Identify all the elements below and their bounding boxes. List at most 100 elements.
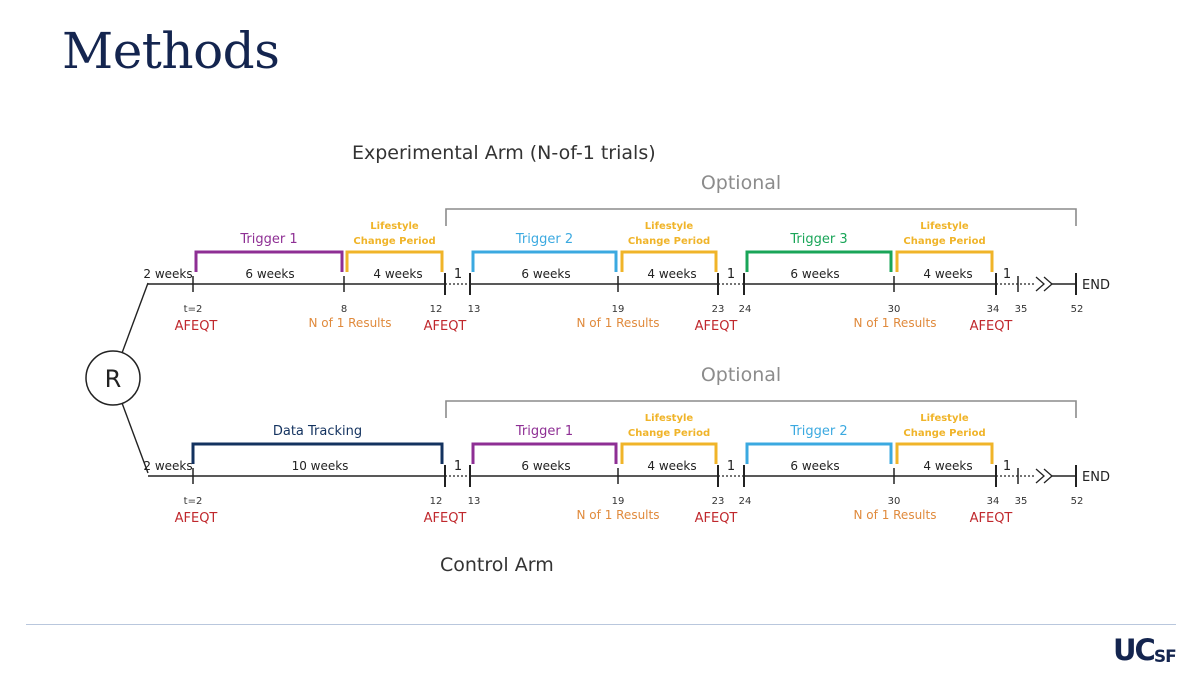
control-period-bracket xyxy=(745,442,893,464)
experimental-duration-label: 4 weeks xyxy=(923,267,972,281)
control-optional-bracket xyxy=(445,400,1077,418)
control-results-label: N of 1 Results xyxy=(854,508,937,522)
control-arm-title: Control Arm xyxy=(440,554,554,576)
experimental-tick-label: t=2 xyxy=(184,304,203,315)
slide-title: Methods xyxy=(62,22,280,80)
experimental-tick-label: 35 xyxy=(1015,304,1028,315)
footer-divider xyxy=(26,624,1176,625)
experimental-results-label: N of 1 Results xyxy=(577,316,660,330)
control-afeqt-label: AFEQT xyxy=(970,511,1013,526)
experimental-duration-label: 6 weeks xyxy=(521,267,570,281)
control-period-bracket xyxy=(620,442,718,464)
experimental-duration-label: 2 weeks xyxy=(143,267,192,281)
experimental-period-label: Trigger 2 xyxy=(515,232,573,247)
control-duration-label: 10 weeks xyxy=(292,459,349,473)
experimental-period-bracket xyxy=(745,250,893,272)
experimental-afeqt-label: AFEQT xyxy=(175,319,218,334)
control-tick-label: t=2 xyxy=(184,496,203,507)
experimental-period-label: Change Period xyxy=(628,236,710,247)
control-period-label: Change Period xyxy=(903,428,985,439)
experimental-period-bracket xyxy=(895,250,994,272)
control-duration-label: 1 xyxy=(727,459,735,474)
ucsf-logo: UCSF xyxy=(1113,633,1177,667)
control-period-label: Change Period xyxy=(628,428,710,439)
branch-line-experimental xyxy=(121,282,149,354)
control-period-bracket xyxy=(895,442,994,464)
control-results-label: N of 1 Results xyxy=(577,508,660,522)
control-duration-label: 1 xyxy=(454,459,462,474)
experimental-tick-label: 12 xyxy=(430,304,443,315)
experimental-duration-label: 4 weeks xyxy=(373,267,422,281)
experimental-continuation-chevrons xyxy=(1035,276,1053,292)
control-tick-label: 35 xyxy=(1015,496,1028,507)
control-period-label: Trigger 1 xyxy=(515,424,573,439)
experimental-results-label: N of 1 Results xyxy=(854,316,937,330)
experimental-afeqt-label: AFEQT xyxy=(695,319,738,334)
control-duration-label: 2 weeks xyxy=(143,459,192,473)
control-period-label: Lifestyle xyxy=(920,413,969,424)
control-duration-label: 4 weeks xyxy=(923,459,972,473)
experimental-duration-label: 1 xyxy=(454,267,462,282)
control-duration-label: 6 weeks xyxy=(521,459,570,473)
experimental-tick-label: 30 xyxy=(888,304,901,315)
experimental-arm-title: Experimental Arm (N-of-1 trials) xyxy=(352,142,656,164)
control-tick-label: 52 xyxy=(1071,496,1084,507)
experimental-tick-label: 19 xyxy=(612,304,625,315)
experimental-tick-label: 52 xyxy=(1071,304,1084,315)
experimental-period-label: Lifestyle xyxy=(370,221,419,232)
control-afeqt-label: AFEQT xyxy=(175,511,218,526)
branch-line-control xyxy=(121,402,149,474)
experimental-afeqt-label: AFEQT xyxy=(424,319,467,334)
experimental-period-label: Trigger 1 xyxy=(239,232,297,247)
experimental-period-bracket xyxy=(471,250,618,272)
experimental-period-label: Lifestyle xyxy=(920,221,969,232)
experimental-tick-label: 8 xyxy=(341,304,347,315)
control-duration-label: 1 xyxy=(1003,459,1011,474)
experimental-period-bracket xyxy=(194,250,344,272)
experimental-period-bracket xyxy=(620,250,718,272)
experimental-optional-label: Optional xyxy=(701,172,781,194)
experimental-period-label: Lifestyle xyxy=(645,221,694,232)
experimental-period-bracket xyxy=(345,250,444,272)
randomization-label: R xyxy=(105,365,122,393)
control-optional-label: Optional xyxy=(701,364,781,386)
control-afeqt-label: AFEQT xyxy=(695,511,738,526)
experimental-period-label: Trigger 3 xyxy=(789,232,847,247)
control-tick-label: 13 xyxy=(468,496,481,507)
experimental-tick-label: 23 xyxy=(712,304,725,315)
control-tick-label: 23 xyxy=(712,496,725,507)
experimental-tick-label: 13 xyxy=(468,304,481,315)
logo-uc: UC xyxy=(1113,633,1156,667)
control-tick-label: 19 xyxy=(612,496,625,507)
experimental-duration-label: 6 weeks xyxy=(245,267,294,281)
control-period-label: Trigger 2 xyxy=(789,424,847,439)
experimental-tick-label: 24 xyxy=(739,304,752,315)
randomization-circle xyxy=(85,350,141,406)
experimental-duration-label: 6 weeks xyxy=(790,267,839,281)
experimental-duration-label: 1 xyxy=(1003,267,1011,282)
experimental-tick-label: 34 xyxy=(987,304,1000,315)
experimental-duration-label: 4 weeks xyxy=(647,267,696,281)
experimental-period-label: Change Period xyxy=(903,236,985,247)
experimental-end-label: END xyxy=(1082,278,1110,293)
control-period-label: Lifestyle xyxy=(645,413,694,424)
experimental-optional-bracket xyxy=(445,208,1077,226)
control-tick-label: 12 xyxy=(430,496,443,507)
control-period-bracket xyxy=(191,442,444,464)
control-duration-label: 4 weeks xyxy=(647,459,696,473)
control-end-label: END xyxy=(1082,470,1110,485)
control-duration-label: 6 weeks xyxy=(790,459,839,473)
experimental-period-label: Change Period xyxy=(353,236,435,247)
control-period-label: Data Tracking xyxy=(273,424,362,439)
experimental-results-label: N of 1 Results xyxy=(309,316,392,330)
control-continuation-chevrons xyxy=(1035,468,1053,484)
logo-sf: SF xyxy=(1153,647,1177,667)
experimental-afeqt-label: AFEQT xyxy=(970,319,1013,334)
control-tick-label: 24 xyxy=(739,496,752,507)
control-period-bracket xyxy=(471,442,618,464)
control-tick-label: 34 xyxy=(987,496,1000,507)
control-tick-label: 30 xyxy=(888,496,901,507)
experimental-duration-label: 1 xyxy=(727,267,735,282)
control-afeqt-label: AFEQT xyxy=(424,511,467,526)
